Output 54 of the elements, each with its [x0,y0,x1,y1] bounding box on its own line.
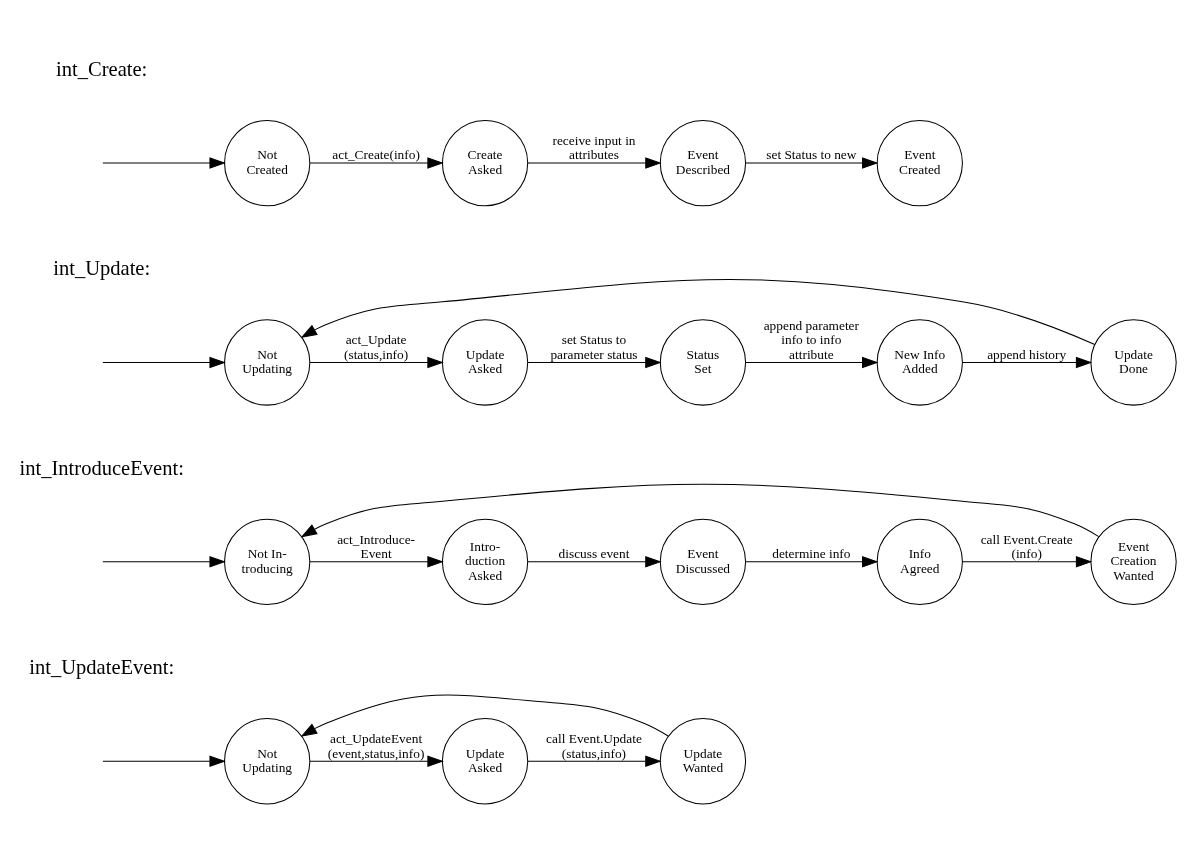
arrow [745,556,879,568]
edge-label: call Event.Create (info) [980,531,1073,562]
node-circle: Intro- duction Asked [441,518,529,606]
edge-label: act_Update (status,info) [344,332,409,362]
node-circle: Not Updating [224,718,311,805]
arrow [962,556,1093,568]
node-circle: Not In- troducing [224,518,311,606]
node-circle: Update Wanted [659,718,747,805]
node-circle: Not Updating [224,319,311,406]
arrow [527,356,662,369]
node-circle: New Info Added [876,319,963,406]
node-circle: Event Created [876,119,963,207]
edge-label: set Status to new [766,147,857,163]
arrow [962,356,1093,369]
edge-label: determine info [772,546,851,562]
edge-label: set Status to parameter status [550,332,638,362]
edge-label: act_UpdateEvent (event,status,info) [327,731,425,761]
node-circle: Event Described [659,119,747,207]
label: int_Update: [53,257,151,280]
edge-label: discuss event [558,546,630,562]
arrow [745,356,879,369]
node-circle: Event Creation Wanted [1090,518,1177,606]
edge-label: call Event.Update (status,info) [546,731,642,761]
arrow [527,755,662,767]
node-circle: Info Agreed [876,518,963,606]
node-circle: Not Created [224,119,311,207]
arrow [309,356,444,369]
arrow [102,755,226,767]
edge-label: append parameter info to info attribute [763,318,860,362]
arrow [102,556,226,568]
edge-label: append history [987,346,1067,362]
arrow [102,356,226,369]
arrow [309,755,444,767]
arrow [527,157,662,169]
arrow [527,556,662,568]
node-circle: Status Set [659,319,747,406]
node-circle: Event Discussed [659,518,747,606]
label: int_Create: [56,57,148,80]
edge-label: act_Introduce- Event [337,531,416,562]
edge-label: receive input in attributes [552,133,636,163]
arrow [745,157,879,169]
arrow [309,157,444,169]
arrow [102,157,226,169]
node-circle: Update Done [1090,319,1177,406]
arrow [300,278,1096,345]
label: int_UpdateEvent: [29,655,175,678]
node-circle: Update Asked [441,718,529,805]
arrow [300,694,669,737]
arrow [300,483,1100,538]
node-circle: Update Asked [441,319,529,406]
node-circle: Create Asked [441,119,529,207]
edge-label: act_Create(info) [332,147,420,163]
arrow [309,556,444,568]
label: int_IntroduceEvent: [19,456,184,479]
